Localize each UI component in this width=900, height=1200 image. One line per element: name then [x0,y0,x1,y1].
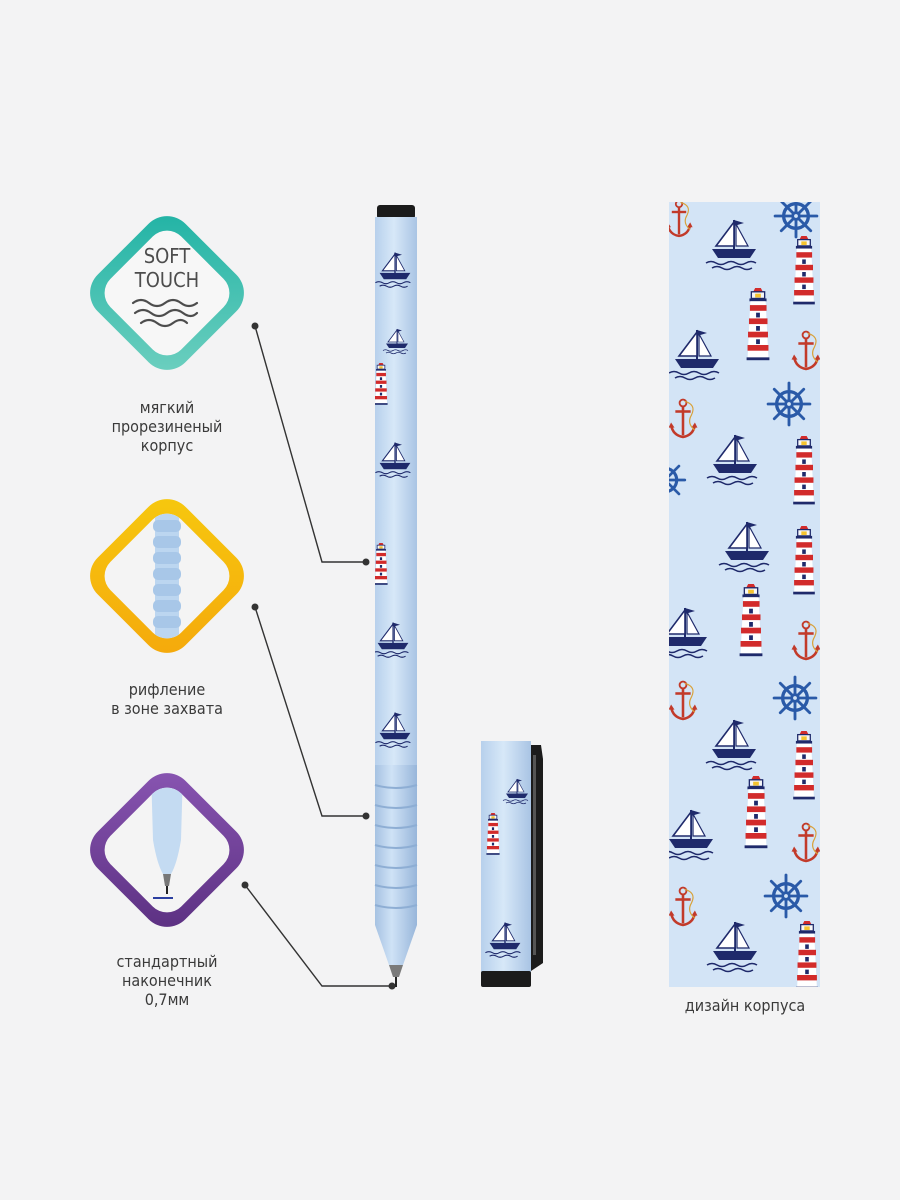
caption-line: прорезиненый [111,417,223,436]
anchor-icon [790,330,820,371]
grip-badge [79,488,255,664]
design-caption: дизайн корпуса [684,996,806,1015]
lighthouse-icon [743,775,769,849]
sailboat-icon [669,607,708,659]
sailboat-icon [706,921,758,973]
caption-line: мягкий [139,398,195,417]
sailboat-icon [669,809,714,861]
caption-line: в зоне захвата [111,699,223,718]
anchor-icon [669,886,699,927]
caption-line: стандартный [116,952,218,971]
caption-line: рифление [128,680,206,699]
lighthouse-icon [795,920,819,987]
pen-cap-illustration [481,741,543,987]
sailboat-icon [669,329,720,381]
anchor-icon [790,620,820,661]
sailboat-icon [706,434,758,486]
ship-wheel-icon [773,202,819,239]
sailboat-icon [705,719,757,771]
caption-line: 0,7мм [144,990,190,1009]
ship-wheel-icon [766,381,812,427]
soft-touch-badge: SOFT TOUCH [79,205,255,381]
soft-touch-caption: мягкий прорезиненый корпус [67,398,267,455]
grip-detail-icon [153,505,181,647]
anchor-icon [669,202,694,238]
waves-icon [131,298,199,328]
caption-line: корпус [140,436,194,455]
tip-badge [79,762,255,938]
caption-line: наконечник [122,971,212,990]
lighthouse-icon [745,287,771,361]
lighthouse-icon [792,435,816,506]
design-pattern-strip [669,202,820,987]
anchor-icon [790,822,820,863]
pen-body [375,217,417,765]
pen-tip-icon [151,779,183,899]
pen-grip [375,765,417,925]
pen-tip-cone [375,925,417,965]
ship-wheel-icon [669,458,687,502]
grip-caption: рифление в зоне захвата [67,680,267,718]
tip-caption: стандартный наконечник 0,7мм [67,952,267,1009]
lighthouse-icon [738,583,764,657]
anchor-icon [669,680,699,721]
pen-cap-ring [481,971,531,987]
sailboat-icon [705,219,757,271]
ship-wheel-icon [772,675,818,721]
callout-line-grip [254,606,366,817]
pen-cap-clip [531,745,543,971]
lighthouse-icon [792,730,816,801]
callout-line-soft-touch [254,325,366,563]
anchor-icon [669,398,699,439]
pen-illustration [374,205,418,987]
lighthouse-icon [792,235,816,306]
sailboat-icon [718,521,770,573]
soft-touch-word-1: SOFT [144,244,192,268]
lighthouse-icon [792,525,816,596]
soft-touch-word-2: TOUCH [134,268,199,292]
pen-end-cap [377,205,415,219]
ship-wheel-icon [763,873,809,919]
